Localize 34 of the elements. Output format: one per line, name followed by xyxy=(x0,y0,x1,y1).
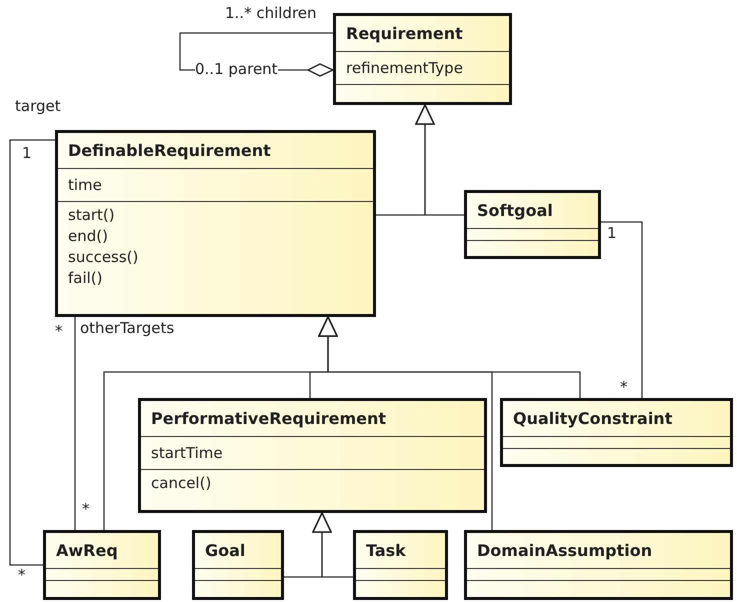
attribute-text: refinementType xyxy=(346,58,464,79)
class-box xyxy=(464,190,601,259)
attribute-text: time xyxy=(68,175,103,196)
class-box xyxy=(43,530,161,600)
operation-text: cancel() xyxy=(151,473,212,494)
association-line xyxy=(74,317,76,530)
multiplicity-label: 0..1 parent xyxy=(195,60,278,78)
operation-text: start() xyxy=(68,205,116,226)
class-name: DefinableRequirement xyxy=(68,140,271,162)
association-line xyxy=(601,221,643,398)
class-box xyxy=(55,130,376,317)
association-line xyxy=(9,139,55,566)
class-name: Task xyxy=(366,540,406,562)
class-name: Requirement xyxy=(346,22,463,44)
class-box xyxy=(353,530,448,600)
class-name: Goal xyxy=(205,540,246,562)
generalization-arrow xyxy=(415,104,464,216)
multiplicity-label: otherTargets xyxy=(80,319,174,337)
class-name: PerformativeRequirement xyxy=(151,408,386,430)
class-box xyxy=(500,398,733,467)
attribute-text: startTime xyxy=(151,443,224,464)
operation-text: fail() xyxy=(68,268,104,289)
class-box xyxy=(333,13,512,105)
class-box xyxy=(192,530,284,600)
generalization-arrow xyxy=(312,512,353,578)
class-name: AwReq xyxy=(56,540,118,562)
class-name: QualityConstraint xyxy=(513,408,672,430)
operation-text: end() xyxy=(68,226,109,247)
class-box xyxy=(138,398,487,513)
generalization-arrow xyxy=(318,316,581,398)
class-name: DomainAssumption xyxy=(477,540,652,562)
class-box xyxy=(464,530,733,600)
operation-text: success() xyxy=(68,247,140,268)
class-name: Softgoal xyxy=(477,200,553,222)
